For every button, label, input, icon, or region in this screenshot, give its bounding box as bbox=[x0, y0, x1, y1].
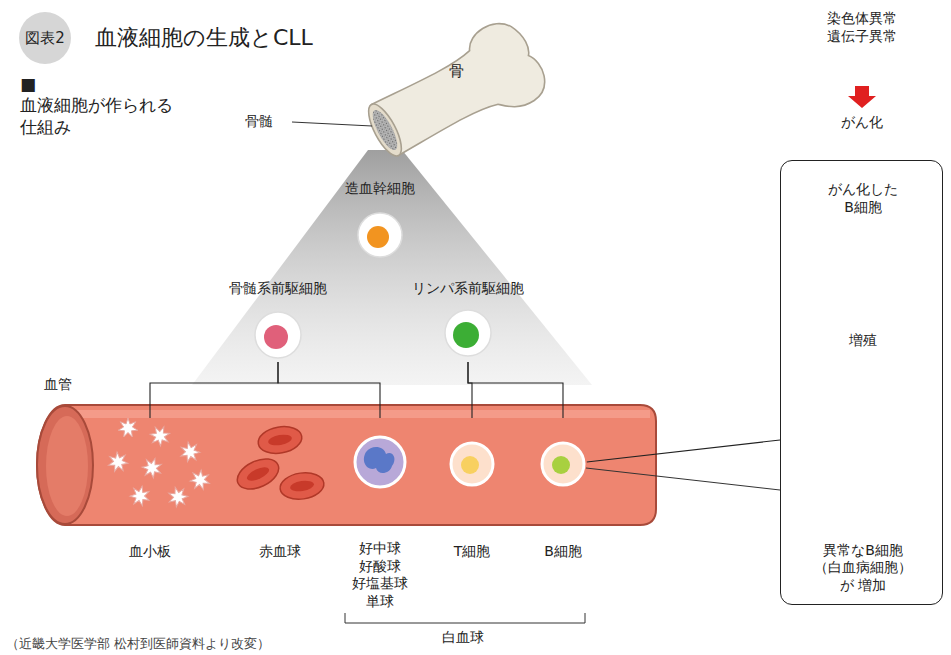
connector bbox=[468, 362, 563, 418]
node-text: 図表2 bbox=[25, 29, 65, 48]
illustration-part bbox=[445, 310, 491, 356]
connector bbox=[587, 440, 780, 462]
bone-shape bbox=[364, 13, 553, 169]
connector bbox=[278, 362, 380, 418]
node-text: B細胞 bbox=[544, 543, 582, 561]
node-text: リンパ系前駆細胞 bbox=[412, 280, 524, 298]
bone-cut bbox=[362, 100, 407, 161]
label: 白血球 bbox=[442, 629, 484, 647]
zoom-line bbox=[586, 468, 780, 490]
node-text: 骨髄系前駆細胞 bbox=[229, 280, 327, 298]
illustration-part bbox=[37, 405, 656, 525]
illustration-part bbox=[256, 423, 304, 456]
illustration-part bbox=[233, 453, 284, 495]
cell-node: 好中球 好酸球 好塩基球 単球 bbox=[342, 418, 418, 612]
blood-vessel bbox=[37, 405, 656, 525]
label: 骨髄 bbox=[245, 113, 273, 131]
bone bbox=[355, 13, 553, 174]
platelet bbox=[140, 455, 165, 480]
cell-node: リンパ系前駆細胞 bbox=[403, 278, 533, 362]
node-text: 異常なB細胞 （白血病細胞）が 増加 bbox=[814, 542, 912, 595]
node-text: 好中球 好酸球 好塩基球 単球 bbox=[352, 540, 408, 610]
platelet bbox=[105, 448, 132, 475]
zoom-cone bbox=[192, 150, 592, 385]
myeloid-progenitor bbox=[255, 312, 301, 358]
illustration-part bbox=[542, 443, 584, 485]
figure-title: 血液細胞の生成とCLL bbox=[95, 23, 313, 53]
cell-node: 造血幹細胞 bbox=[325, 178, 435, 260]
cell-node: 血小板 bbox=[100, 418, 200, 562]
label: がん化 bbox=[841, 114, 883, 132]
node-text: 血小板 bbox=[129, 543, 171, 561]
cell-node: 赤血球 bbox=[235, 418, 325, 562]
node-text: T細胞 bbox=[454, 543, 491, 561]
illustration-part bbox=[278, 470, 325, 502]
illustration-part bbox=[255, 312, 301, 358]
platelet bbox=[188, 468, 213, 492]
lymphoid-progenitor bbox=[445, 310, 491, 356]
illustration-part bbox=[367, 226, 389, 248]
cell-node: 異常なB細胞 （白血病細胞）が 増加 bbox=[793, 396, 933, 596]
label: 血管 bbox=[44, 376, 72, 394]
connector bbox=[150, 362, 278, 418]
platelet bbox=[181, 442, 201, 462]
label: ■血液細胞が作られる 仕組み bbox=[20, 74, 173, 138]
illustration-part bbox=[256, 423, 304, 456]
connector bbox=[468, 362, 472, 418]
red-arrow bbox=[848, 86, 876, 108]
illustration-part bbox=[453, 322, 479, 348]
label: 染色体異常 遺伝子異常 bbox=[827, 10, 897, 45]
illustration-part bbox=[245, 464, 271, 483]
platelets bbox=[105, 418, 213, 511]
platelet bbox=[118, 418, 137, 437]
illustration-part bbox=[552, 456, 570, 474]
bracket bbox=[345, 613, 585, 623]
edge-label: 増殖 bbox=[846, 331, 880, 351]
platelet bbox=[165, 484, 192, 511]
node-text: 造血幹細胞 bbox=[345, 180, 415, 198]
node-text: がん化した B細胞 bbox=[828, 181, 898, 216]
red-blood-cells bbox=[233, 423, 326, 502]
illustration-part bbox=[461, 456, 479, 474]
illustration-part bbox=[278, 470, 325, 502]
label: 骨 bbox=[449, 62, 464, 81]
illustration-part bbox=[267, 433, 292, 447]
cell-node: B細胞 bbox=[539, 418, 587, 562]
illustration-part bbox=[364, 447, 395, 473]
cell-node: がん化した B細胞 bbox=[803, 179, 923, 285]
bone-marrow bbox=[368, 107, 402, 153]
stem-cell bbox=[358, 213, 402, 257]
illustration-part bbox=[358, 213, 402, 257]
illustration-part bbox=[37, 406, 93, 524]
node-text: 赤血球 bbox=[259, 543, 301, 561]
granulocyte bbox=[355, 437, 405, 487]
cell-node: 骨髄系前駆細胞 bbox=[218, 278, 338, 362]
platelet bbox=[148, 423, 173, 448]
illustration-part bbox=[233, 453, 284, 495]
illustration-part bbox=[355, 437, 405, 487]
t-cell bbox=[451, 443, 493, 485]
b-cell bbox=[542, 443, 584, 485]
cell-node: T細胞 bbox=[444, 418, 500, 562]
platelet bbox=[128, 483, 153, 509]
source-caption: （近畿大学医学部 松村到医師資料より改変） bbox=[6, 636, 270, 653]
leader-line bbox=[292, 122, 372, 126]
illustration-part bbox=[46, 416, 88, 516]
illustration-part bbox=[264, 325, 288, 349]
callout-box: がん化した B細胞異常なB細胞 （白血病細胞）が 増加 bbox=[780, 160, 943, 605]
figure-badge: 図表2 bbox=[19, 12, 71, 64]
illustration-part bbox=[289, 479, 314, 492]
illustration-part bbox=[451, 443, 493, 485]
